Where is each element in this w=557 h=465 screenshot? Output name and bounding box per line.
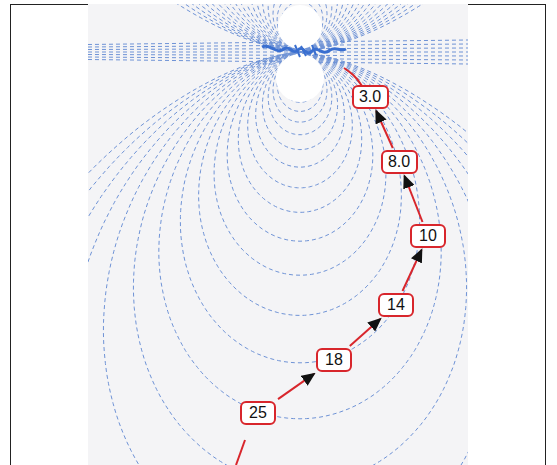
field-line <box>88 52 468 465</box>
field-line <box>256 52 345 167</box>
field-line <box>88 57 468 60</box>
outer-frame <box>11 5 546 465</box>
field-line <box>199 52 402 315</box>
field-line <box>88 4 468 52</box>
field-line <box>103 52 468 465</box>
field-line <box>214 4 386 52</box>
field-line <box>248 52 353 188</box>
time-label-box: 3.0 <box>352 85 389 109</box>
trajectory-segment <box>350 319 380 346</box>
time-label: 8.0 <box>388 154 410 170</box>
field-line <box>88 60 468 65</box>
trajectory-head <box>344 68 362 86</box>
time-label: 10 <box>419 228 437 244</box>
time-label: 18 <box>325 352 343 368</box>
field-line <box>227 52 373 241</box>
field-line <box>88 40 468 45</box>
field-line <box>88 52 468 465</box>
time-label-box: 14 <box>378 293 414 317</box>
field-line <box>88 52 468 465</box>
field-line <box>88 4 468 52</box>
field-lines <box>88 4 468 465</box>
trajectory-segment <box>405 176 423 222</box>
field-line <box>238 52 361 212</box>
time-label-box: 25 <box>240 401 276 425</box>
trajectory-segment <box>278 374 314 399</box>
field-line <box>159 52 441 419</box>
time-label-box: 10 <box>410 224 446 248</box>
field-line <box>88 44 468 47</box>
field-line <box>180 52 419 363</box>
field-line <box>133 4 466 52</box>
field-line <box>88 55 468 57</box>
trajectory-segment <box>376 111 393 148</box>
time-label: 25 <box>249 405 267 421</box>
trajectory-segment <box>403 250 422 291</box>
field-line <box>88 4 468 52</box>
plot-area <box>88 4 468 465</box>
time-label-box: 18 <box>316 348 352 372</box>
lower-circle <box>276 54 324 102</box>
field-line <box>88 4 468 52</box>
current-loop-detail <box>295 45 316 57</box>
time-label: 3.0 <box>359 89 381 105</box>
field-line <box>268 52 332 135</box>
field-line <box>88 52 468 465</box>
upper-circle <box>278 5 322 49</box>
time-label: 14 <box>387 297 405 313</box>
trajectory-tail <box>236 440 245 465</box>
time-label-box: 8.0 <box>381 150 418 174</box>
